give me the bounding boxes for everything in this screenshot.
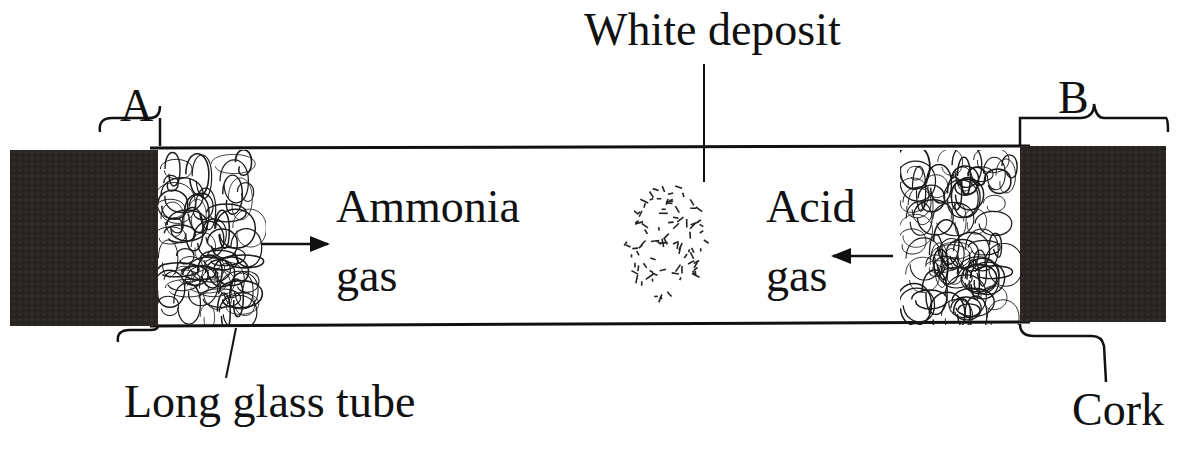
part-label: Long glass tube (124, 374, 415, 429)
leader-line (703, 64, 705, 182)
gas-label: Acid gas (766, 172, 855, 310)
gas-arrow (262, 243, 328, 246)
white-deposit (624, 186, 708, 303)
gas-arrow (833, 255, 893, 258)
part-label: Cork (1072, 382, 1164, 437)
leader-line (226, 328, 236, 378)
gas-label: Ammonia gas (336, 172, 520, 310)
brace (118, 326, 158, 342)
tube-wall (150, 322, 1030, 326)
cotton-plug (900, 150, 1022, 325)
tube-wall (150, 146, 1030, 148)
brace (159, 118, 162, 146)
leader-line (1020, 324, 1106, 382)
part-label: White deposit (584, 2, 841, 57)
end-label: B (1058, 70, 1089, 125)
cork (1020, 146, 1166, 322)
end-label: A (120, 78, 153, 133)
brace (1020, 104, 1168, 146)
cork (10, 150, 158, 326)
cotton-plug (158, 150, 266, 325)
